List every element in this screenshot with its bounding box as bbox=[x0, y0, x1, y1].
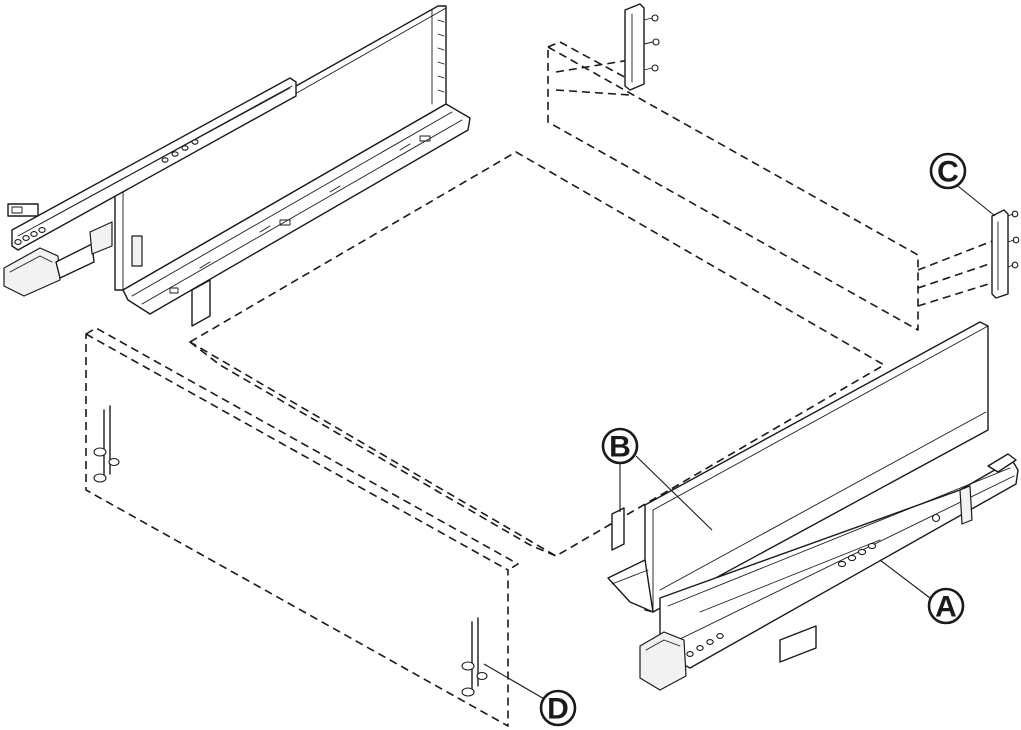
back-panel bbox=[547, 41, 996, 331]
front-fixing-right bbox=[461, 617, 488, 697]
back-connector-right bbox=[991, 209, 1020, 299]
left-rail-holes bbox=[14, 139, 199, 245]
front-panel bbox=[85, 327, 519, 727]
callout-a-label: A bbox=[935, 591, 957, 624]
callout-c-circle bbox=[929, 152, 967, 190]
bottom-panel bbox=[189, 151, 885, 557]
back-connector-top bbox=[624, 3, 660, 91]
callout-b-circle bbox=[601, 427, 639, 465]
callout-b-leader-2 bbox=[635, 455, 713, 531]
callout-a-leader bbox=[879, 559, 931, 599]
callout-c-label: C bbox=[937, 156, 959, 189]
callout-d-leader bbox=[483, 663, 547, 701]
callout-b-label: B bbox=[609, 431, 631, 464]
right-rail-holes bbox=[686, 542, 877, 657]
right-drawer-side bbox=[607, 321, 1019, 691]
callout-a-circle bbox=[927, 587, 965, 625]
front-fixing-left bbox=[93, 405, 120, 483]
left-drawer-side bbox=[3, 5, 471, 327]
callout-d-circle bbox=[539, 689, 577, 727]
callout-d-label: D bbox=[547, 693, 569, 726]
